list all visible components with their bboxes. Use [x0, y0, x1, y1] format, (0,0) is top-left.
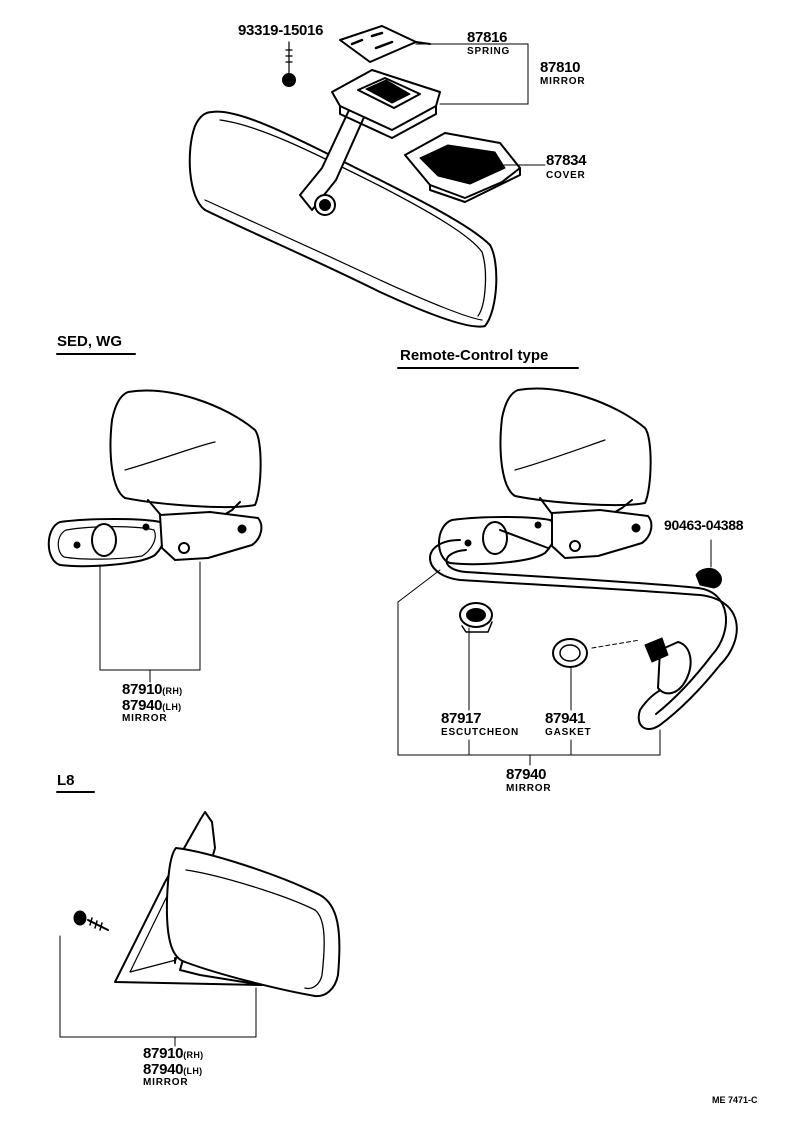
clip-part-number: 90463-04388	[664, 517, 744, 533]
l8-number-rh: 87910(RH)	[143, 1045, 204, 1062]
top-leader-lines	[415, 43, 546, 166]
sed-wg-number-lh: 87940(LH)	[122, 697, 182, 714]
sed-wg-side-rh: (RH)	[162, 686, 183, 696]
inner-mirror-part-number: 87810	[540, 59, 581, 76]
spring-part-number: 87816	[467, 29, 508, 46]
sed-wg-side-lh: (LH)	[162, 702, 182, 712]
gasket-part-number: 87941	[545, 710, 586, 727]
remote-mirror-drawing	[429, 387, 738, 730]
sed-wg-leader-lines	[99, 561, 201, 683]
cover-part-number: 87834	[546, 152, 587, 169]
remote-mirror-part-name: MIRROR	[506, 783, 552, 794]
inner-mirror-part-name: MIRROR	[540, 76, 586, 87]
gasket-part-name: GASKET	[545, 727, 592, 738]
remote-leader-lines	[397, 539, 712, 766]
l8-heading: L8	[57, 772, 75, 789]
l8-mirror-drawing	[73, 811, 341, 998]
l8-number-lh: 87940(LH)	[143, 1061, 203, 1078]
bolt-part-number: 93319-15016	[238, 22, 324, 39]
sed-wg-mirror-name: MIRROR	[122, 713, 168, 724]
escutcheon-part-name: ESCUTCHEON	[441, 727, 520, 738]
cover-part-name: COVER	[546, 170, 586, 181]
spring-part-name: SPRING	[467, 46, 511, 57]
sed-wg-mirror-drawing	[47, 389, 263, 568]
l8-side-rh: (RH)	[183, 1050, 204, 1060]
l8-side-lh: (LH)	[183, 1066, 203, 1076]
l8-mirror-name: MIRROR	[143, 1077, 189, 1088]
diagram-code: ME 7471-C	[712, 1095, 758, 1105]
escutcheon-part-number: 87917	[441, 710, 482, 727]
l8-leader-lines	[59, 935, 257, 1047]
heading-underlines	[56, 353, 579, 793]
sed-wg-heading: SED, WG	[57, 333, 123, 350]
remote-control-heading: Remote-Control type	[400, 347, 549, 364]
sed-wg-number-rh: 87910(RH)	[122, 681, 183, 698]
remote-mirror-part-number: 87940	[506, 766, 547, 783]
rearview-mirror-drawing	[188, 25, 521, 328]
